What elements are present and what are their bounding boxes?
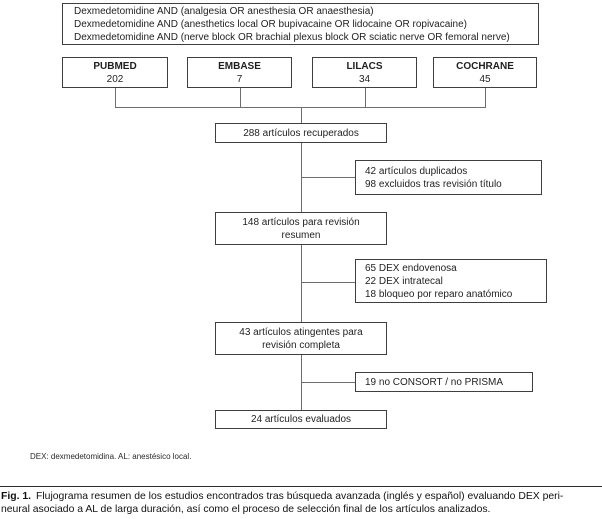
- exclusion-line: 42 artículos duplicados: [365, 165, 468, 177]
- exclusion-line: 65 DEX endovenosa: [365, 262, 457, 274]
- connector-collector-line: [115, 107, 486, 108]
- exclusion-box-non-perineural: 65 DEX endovenosa 22 DEX intratecal 18 b…: [355, 259, 547, 303]
- flow-box-full-review-line-1: 43 artículos atingentes para: [239, 326, 363, 338]
- flow-box-retrieved-label: 288 artículos recuperados: [243, 127, 359, 139]
- database-box-cochrane: COCHRANE 45: [433, 57, 537, 88]
- database-name: LILACS: [346, 60, 383, 72]
- flow-box-evaluated-label: 24 artículos evaluados: [250, 414, 352, 425]
- flow-box-full-review: 43 artículos atingentes para revisión co…: [215, 322, 387, 355]
- branch-to-non-perineural-box: [301, 282, 355, 283]
- search-query-line-1: Dexmedetomidine AND (analgesia OR anesth…: [74, 5, 374, 17]
- database-count: 45: [479, 73, 491, 85]
- caption-divider-line: [0, 486, 602, 487]
- connector-pubmed-stub: [115, 88, 116, 107]
- exclusion-line: 22 DEX intratecal: [365, 275, 443, 287]
- database-name: COCHRANE: [456, 60, 514, 72]
- exclusion-box-reporting-standards: 19 no CONSORT / no PRISMA: [355, 372, 533, 392]
- figure-caption: Fig. 1. Flujograma resumen de los estudio…: [1, 490, 602, 516]
- figure-caption-line-1: Fig. 1. Flujograma resumen de los estudio…: [1, 490, 602, 503]
- database-box-pubmed: PUBMED 202: [62, 57, 168, 88]
- connector-cochrane-stub: [485, 88, 486, 107]
- exclusion-line: 98 excluidos tras revisión título: [365, 178, 502, 190]
- flow-box-abstract-review-line-2: resumen: [281, 229, 321, 241]
- database-name: EMBASE: [218, 60, 261, 72]
- search-query-line-2: Dexmedetomidine AND (anesthetics local O…: [74, 18, 467, 30]
- figure-caption-text-1: Flujograma resumen de los estudios encon…: [36, 491, 564, 502]
- branch-to-reporting-standards-box: [301, 382, 355, 383]
- connector-embase-stub: [240, 88, 241, 107]
- database-name: PUBMED: [93, 60, 137, 72]
- flow-box-full-review-line-2: revisión completa: [262, 339, 340, 351]
- abbreviations-footnote: DEX: dexmedetomidina. AL: anestésico loc…: [30, 452, 192, 461]
- flow-box-abstract-review: 148 artículos para revisión resumen: [215, 212, 387, 245]
- search-query-line-3: Dexmedetomidine AND (nerve block OR brac…: [74, 31, 510, 43]
- exclusion-line: 18 bloqueo por reparo anatómico: [365, 288, 513, 300]
- database-box-embase: EMBASE 7: [187, 57, 292, 88]
- figure-caption-label: Fig. 1.: [1, 491, 32, 502]
- connector-lilacs-stub: [365, 88, 366, 107]
- search-strategy-box: Dexmedetomidine AND (analgesia OR anesth…: [62, 3, 539, 45]
- exclusion-line: 19 no CONSORT / no PRISMA: [365, 376, 504, 388]
- database-count: 34: [358, 73, 371, 85]
- connector-to-retrieved: [301, 107, 302, 123]
- database-count: 202: [106, 73, 124, 85]
- flow-box-evaluated: 24 artículos evaluados: [215, 410, 387, 429]
- figure-caption-line-2: neural asociado a AL de larga duración, …: [1, 504, 491, 515]
- database-count: 7: [236, 73, 243, 85]
- flow-box-abstract-review-line-1: 148 artículos para revisión: [242, 216, 360, 228]
- flow-box-retrieved: 288 artículos recuperados: [215, 123, 387, 143]
- connector-abstract-to-full: [301, 245, 302, 322]
- database-box-lilacs: LILACS 34: [312, 57, 417, 88]
- branch-to-duplicates-box: [301, 177, 355, 178]
- exclusion-box-duplicates: 42 artículos duplicados 98 excluidos tra…: [355, 160, 542, 195]
